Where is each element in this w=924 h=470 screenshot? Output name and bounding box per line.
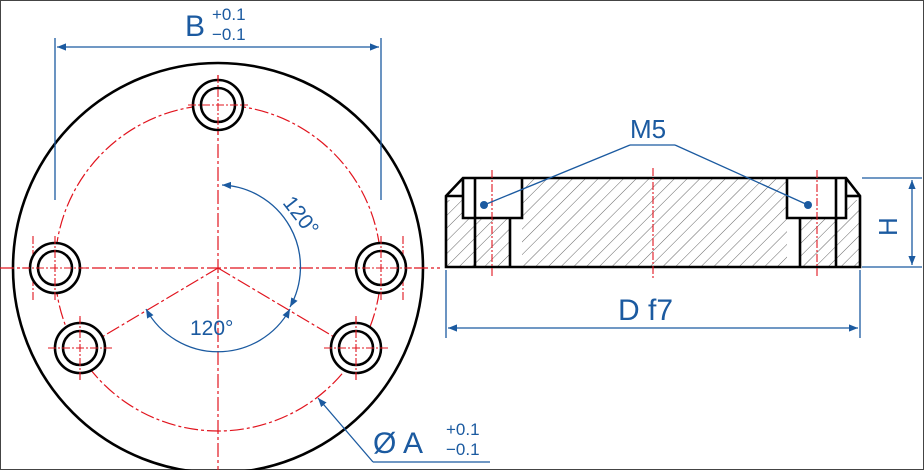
top-view: B +0.1 −0.1 120° 120° Ø A +0.1 −0.1 [0,5,490,470]
diameter-label: D f7 [618,294,673,327]
a-tol-minus: −0.1 [446,440,480,459]
angle-arc-bottom [145,308,291,353]
angle-arc-top [221,181,302,308]
d-dimension [445,270,861,338]
dia-a-leader [317,397,490,463]
angle-top-label: 120° [278,192,323,240]
b-dimension [54,38,382,200]
a-tol-plus: +0.1 [446,420,480,439]
b-dim-label: B [185,10,205,43]
b-tol-minus: −0.1 [212,25,246,44]
angle-bottom-label: 120° [190,317,233,340]
m5-leader [483,144,809,206]
section-view: M5 H D f7 [444,114,922,338]
b-tol-plus: +0.1 [212,5,246,24]
section-hatched-body [522,178,787,267]
dia-a-label: Ø A [373,427,423,460]
thread-label: M5 [630,114,666,144]
h-dimension [862,177,922,268]
height-label: H [873,217,903,236]
